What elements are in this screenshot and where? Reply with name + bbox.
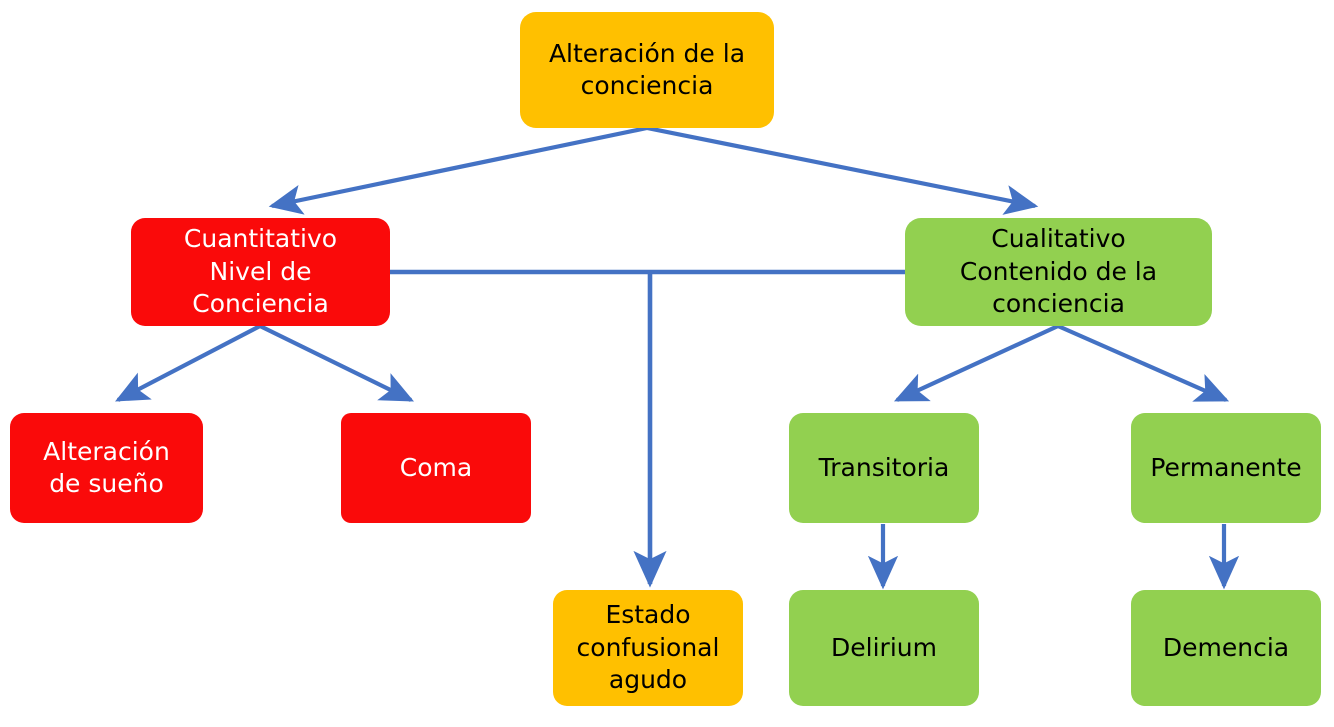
- node-delirium[interactable]: Delirium: [789, 590, 979, 706]
- node-cualitativo-contenido-de-la-conciencia[interactable]: Cualitativo Contenido de la conciencia: [905, 218, 1212, 326]
- node-estado-confusional-agudo[interactable]: Estado confusional agudo: [553, 590, 743, 706]
- node-alteracion-de-sueno[interactable]: Alteración de sueño: [10, 413, 203, 523]
- edge-qualitative-to-permanent: [1057, 324, 1230, 402]
- node-cuantitativo-nivel-de-conciencia[interactable]: Cuantitativo Nivel de Conciencia: [131, 218, 390, 326]
- node-transitoria[interactable]: Transitoria: [789, 413, 979, 523]
- edge-root-to-qualitative: [646, 125, 1039, 215]
- edge-qualitative-to-transient: [893, 324, 1059, 402]
- edge-quantitative-to-sleep: [115, 324, 261, 402]
- node-alteracion-de-la-conciencia[interactable]: Alteración de la conciencia: [520, 12, 774, 128]
- edge-root-to-quantitative: [268, 125, 648, 215]
- node-permanente[interactable]: Permanente: [1131, 413, 1321, 523]
- node-coma[interactable]: Coma: [341, 413, 531, 523]
- edge-quantitative-to-coma: [259, 324, 415, 402]
- node-demencia[interactable]: Demencia: [1131, 590, 1321, 706]
